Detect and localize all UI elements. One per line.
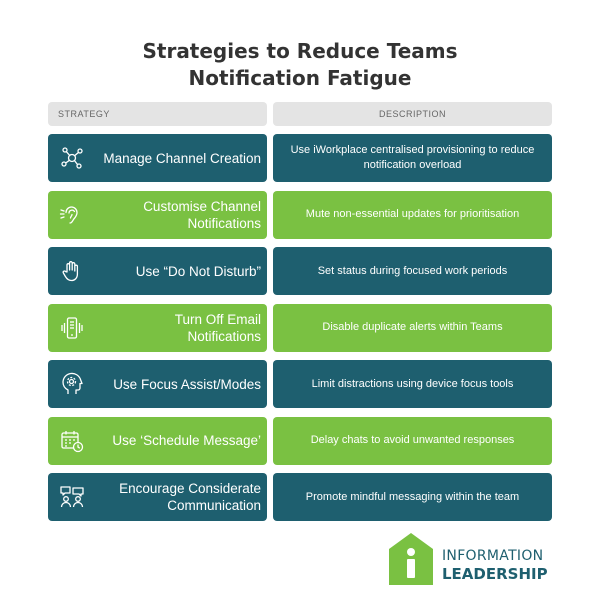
- description-column-header: DESCRIPTION: [273, 102, 552, 126]
- information-leadership-logo: INFORMATION LEADERSHIP: [388, 532, 558, 588]
- table-row: Encourage Considerate Communication Prom…: [48, 473, 552, 521]
- strategy-cell: Customise Channel Notifications: [48, 190, 267, 239]
- description-cell: Delay chats to avoid unwanted responses: [273, 416, 552, 465]
- description-cell: Disable duplicate alerts within Teams: [273, 303, 552, 352]
- description-cell: Mute non-essential updates for prioritis…: [273, 190, 552, 239]
- strategy-label: Use Focus Assist/Modes: [113, 376, 261, 392]
- info-pentagon-icon: [389, 533, 433, 585]
- strategy-cell: Manage Channel Creation: [48, 134, 267, 182]
- network-hub-icon: [58, 144, 86, 172]
- strategy-cell: Encourage Considerate Communication: [48, 473, 267, 521]
- strategy-label: Use ‘Schedule Message’: [112, 433, 261, 448]
- logo-line-2: LEADERSHIP: [442, 565, 548, 583]
- logo-wordmark: INFORMATION LEADERSHIP: [442, 547, 548, 583]
- strategy-table: Manage Channel Creation Use iWorkplace c…: [48, 134, 552, 530]
- strategy-label: Use “Do Not Disturb”: [135, 263, 261, 279]
- strategy-cell: Turn Off Email Notifications: [48, 303, 267, 352]
- logo-line-1: INFORMATION: [442, 548, 544, 564]
- title-line-2: Notification Fatigue: [188, 66, 412, 90]
- strategy-label: Customise Channel Notifications: [143, 198, 261, 231]
- calendar-clock-icon: [58, 427, 86, 455]
- head-gear-icon: [58, 370, 86, 398]
- phone-vibrate-icon: [58, 314, 86, 342]
- ear-sound-icon: [58, 201, 86, 229]
- table-row: Manage Channel Creation Use iWorkplace c…: [48, 134, 552, 182]
- table-row: Use “Do Not Disturb” Set status during f…: [48, 247, 552, 295]
- table-row: Turn Off Email Notifications Disable dup…: [48, 303, 552, 352]
- strategy-column-header: STRATEGY: [48, 102, 267, 126]
- description-cell: Set status during focused work periods: [273, 247, 552, 295]
- page-title: Strategies to Reduce Teams Notification …: [0, 38, 600, 92]
- table-row: Use ‘Schedule Message’ Delay chats to av…: [48, 416, 552, 465]
- description-cell: Use iWorkplace centralised provisioning …: [273, 134, 552, 182]
- table-row: Customise Channel Notifications Mute non…: [48, 190, 552, 239]
- table-row: Use Focus Assist/Modes Limit distraction…: [48, 360, 552, 408]
- strategy-label: Turn Off Email Notifications: [174, 311, 261, 344]
- people-chat-icon: [58, 483, 86, 511]
- hand-stop-icon: [58, 257, 86, 285]
- strategy-cell: Use “Do Not Disturb”: [48, 247, 267, 295]
- strategy-label: Encourage Considerate Communication: [119, 481, 261, 513]
- strategy-cell: Use ‘Schedule Message’: [48, 416, 267, 465]
- title-line-1: Strategies to Reduce Teams: [142, 39, 458, 63]
- strategy-cell: Use Focus Assist/Modes: [48, 360, 267, 408]
- description-cell: Promote mindful messaging within the tea…: [273, 473, 552, 521]
- strategy-label: Manage Channel Creation: [103, 150, 261, 166]
- description-cell: Limit distractions using device focus to…: [273, 360, 552, 408]
